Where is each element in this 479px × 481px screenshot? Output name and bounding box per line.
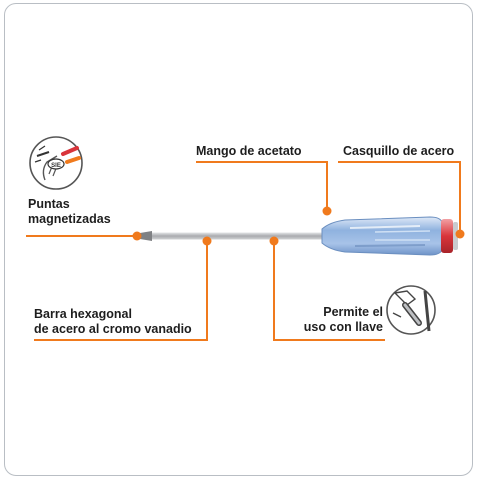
label-llave-line1: Permite el <box>323 305 383 319</box>
label-casquillo: Casquillo de acero <box>343 144 454 159</box>
steel-cap <box>441 219 458 253</box>
callout-dot-barra <box>202 236 212 246</box>
label-puntas: Puntas magnetizadas <box>28 197 111 227</box>
wrench-use-icon <box>386 285 436 335</box>
label-barra-line1: Barra hexagonal <box>34 307 132 321</box>
callout-line-mango <box>196 161 328 207</box>
label-llave-line2: uso con llave <box>303 320 383 334</box>
callout-line-barra <box>34 243 208 341</box>
callout-line-llave <box>273 243 385 341</box>
label-puntas-line2: magnetizadas <box>28 212 111 226</box>
label-puntas-line1: Puntas <box>28 197 70 211</box>
screwdriver-shaft <box>140 231 324 241</box>
svg-text:SIE: SIE <box>51 163 61 169</box>
callout-dot-mango <box>322 206 332 216</box>
callout-line-casquillo <box>338 161 461 230</box>
callout-dot-llave <box>269 236 279 246</box>
label-mango-text: Mango de acetato <box>196 144 302 158</box>
screwdriver-handle <box>321 216 443 256</box>
label-barra: Barra hexagonal de acero al cromo vanadi… <box>34 307 192 337</box>
label-casquillo-text: Casquillo de acero <box>343 144 455 158</box>
callout-dot-casquillo <box>455 229 465 239</box>
label-llave: Permite el uso con llave <box>291 305 383 335</box>
callout-dot-puntas <box>132 231 142 241</box>
label-barra-line2: de acero al cromo vanadio <box>34 322 192 336</box>
magnet-tips-icon: SIE <box>29 136 83 190</box>
label-mango: Mango de acetato <box>196 144 302 159</box>
